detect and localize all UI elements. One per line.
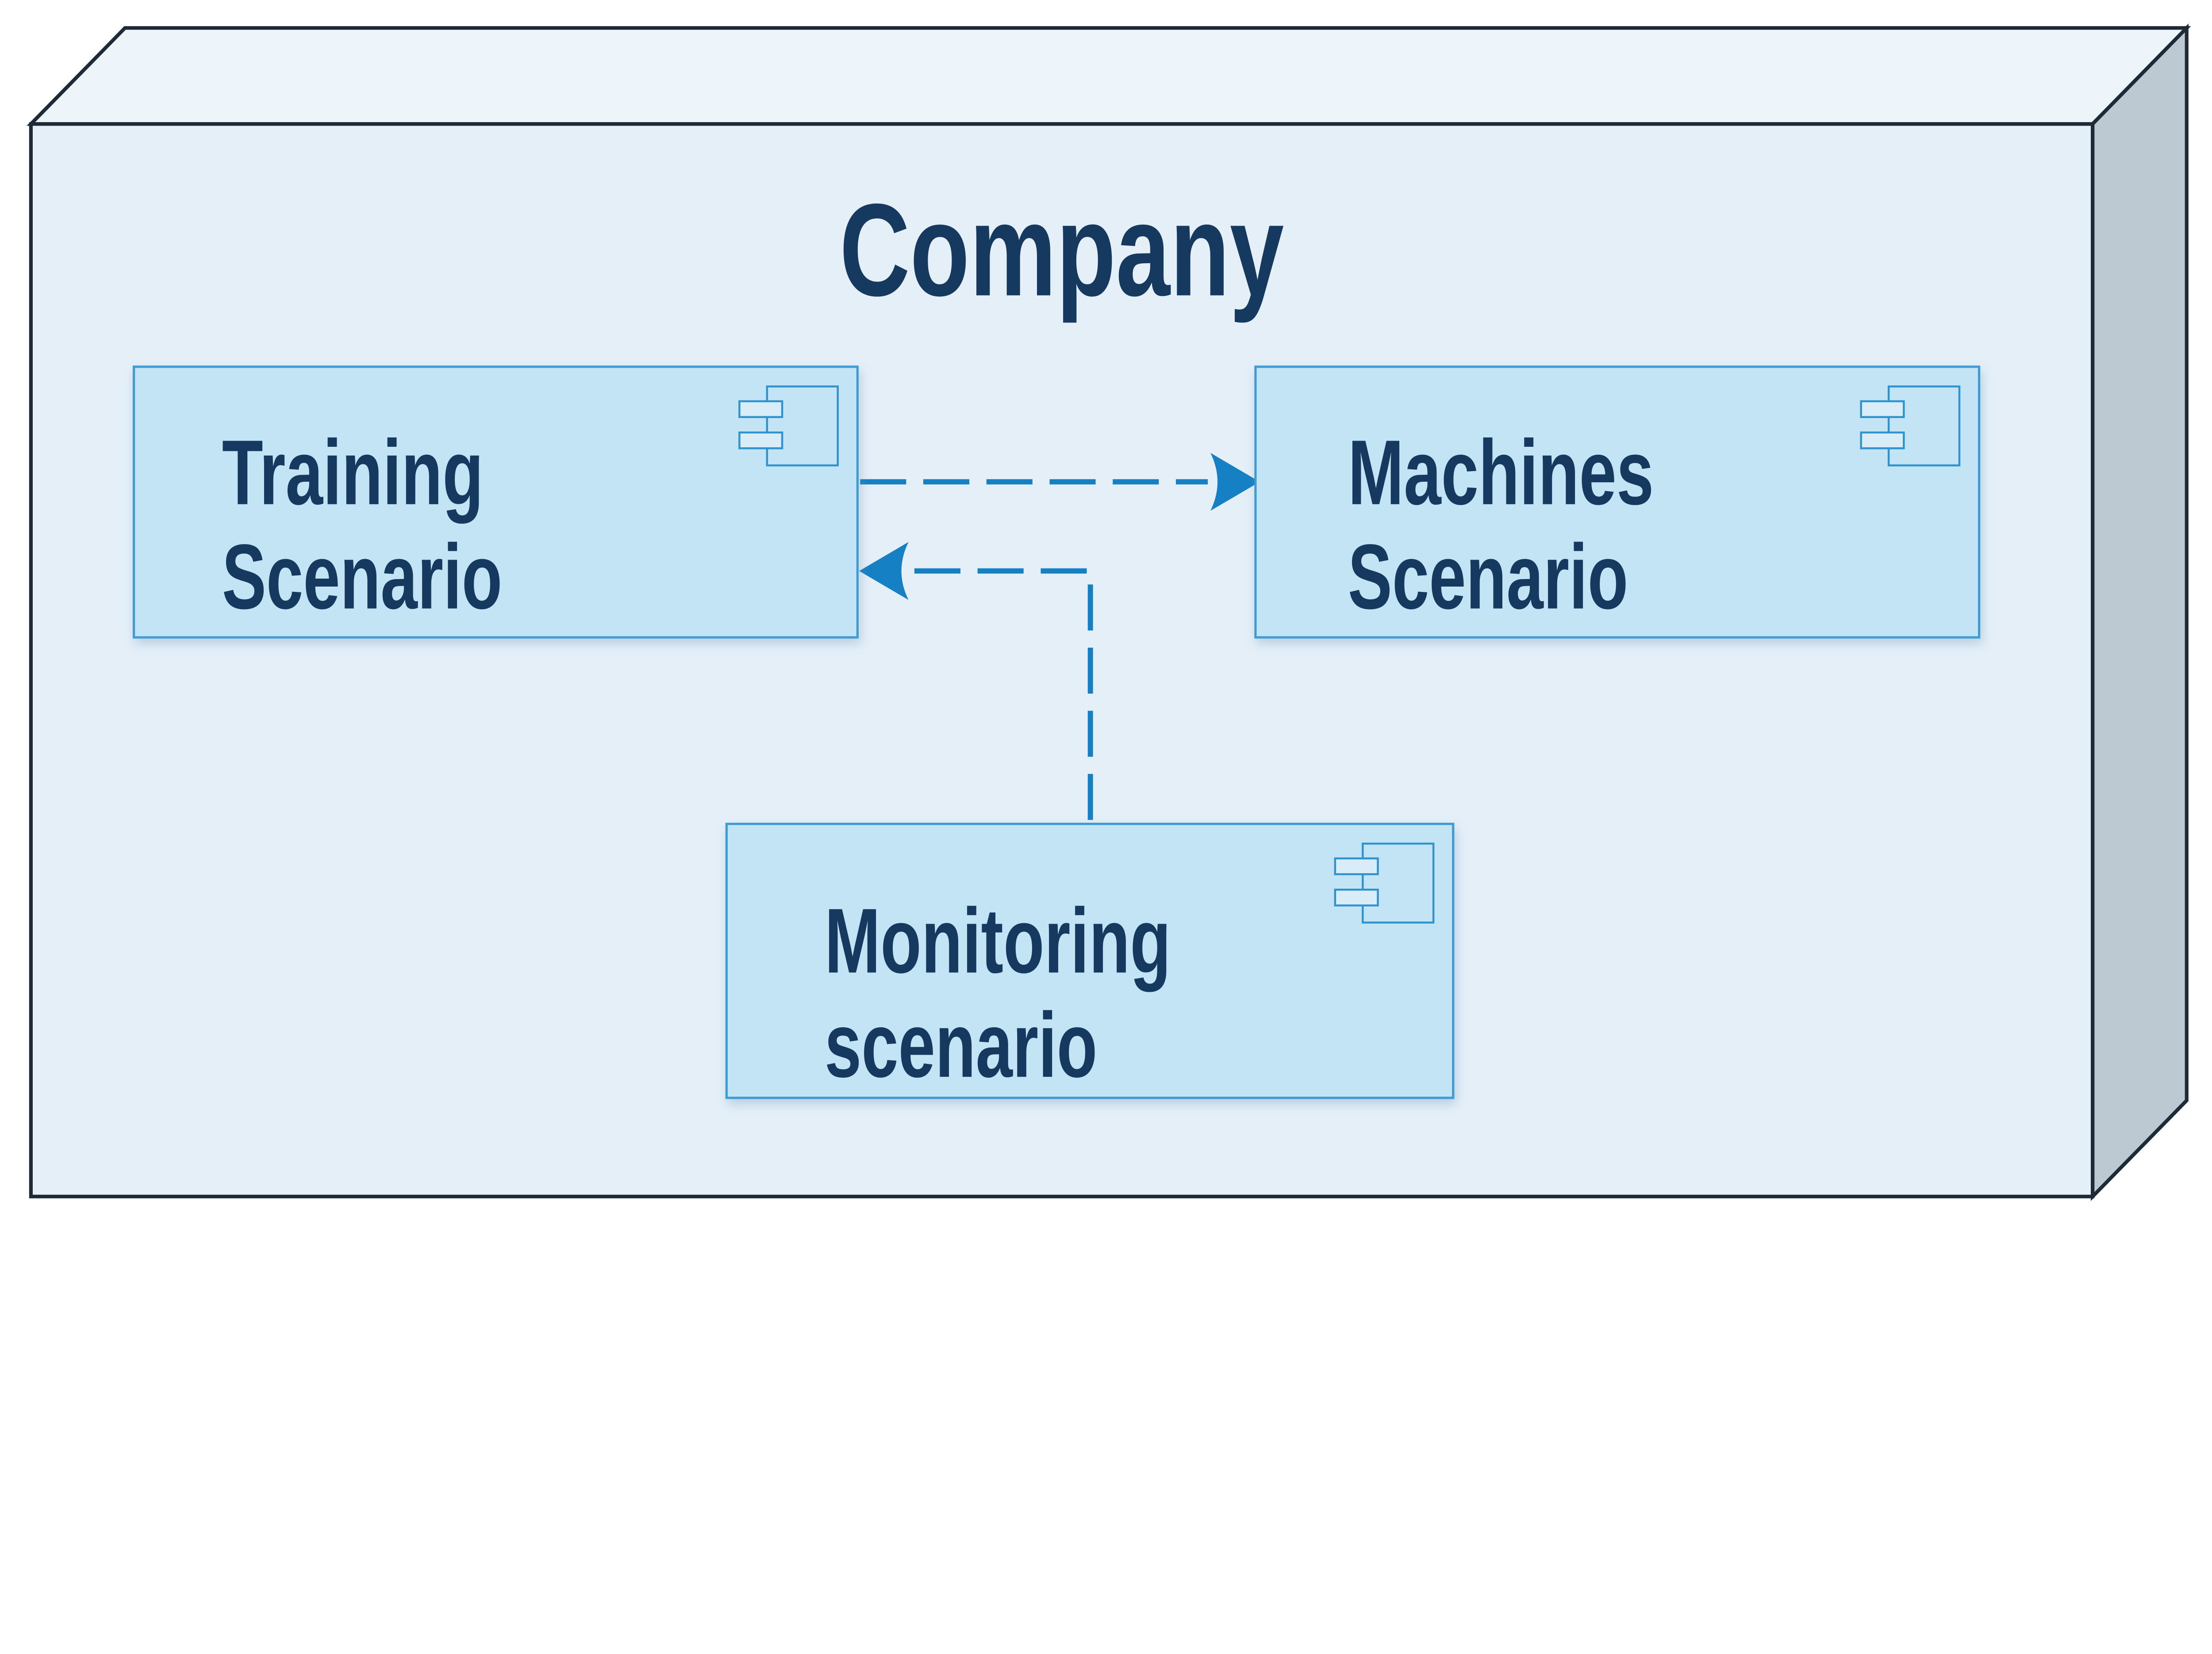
component-box (725, 822, 1455, 1099)
component-machines-scenario: Machines Scenario (1254, 365, 1981, 639)
component-box (133, 365, 859, 639)
diagram-canvas: Company Training Scenario Machines (27, 23, 2191, 1201)
component-icon-body (1887, 385, 1961, 467)
diagram-stage: Company Training Scenario Machines (27, 23, 2191, 1201)
company-node: Company (27, 23, 2191, 1201)
component-icon-tab-bottom (1334, 888, 1379, 907)
component-label-line1: Training (222, 422, 484, 524)
component-monitoring-scenario: Monitoring scenario (725, 822, 1455, 1099)
arrowhead-right-icon (1210, 453, 1260, 511)
dependency-dashed-elbow-line (914, 568, 1093, 822)
component-label-line2: Scenario (1348, 526, 1628, 628)
uml-component-icon (738, 385, 839, 467)
uml-component-icon (1334, 842, 1435, 924)
uml-component-icon (1860, 385, 1961, 467)
component-icon-body (1362, 842, 1435, 924)
component-icon-body (766, 385, 839, 467)
component-box (1254, 365, 1981, 639)
component-icon-tab-top (1334, 857, 1379, 875)
component-icon-tab-bottom (1860, 431, 1905, 449)
node-title: Company (840, 177, 1285, 324)
node-right-face (2091, 23, 2189, 1201)
component-icon-tab-top (738, 400, 783, 418)
component-icon-tab-bottom (738, 431, 783, 449)
dependency-arrow-training-to-machines (860, 453, 1260, 511)
component-training-scenario: Training Scenario (133, 365, 859, 639)
component-icon-tab-top (1860, 400, 1905, 418)
arrowhead-left-icon (859, 542, 909, 600)
component-label-line2: Scenario (222, 526, 502, 628)
component-label-line2: scenario (825, 994, 1097, 1097)
component-label-line1: Machines (1348, 422, 1654, 524)
node-top-face (27, 26, 2191, 126)
component-label-line1: Monitoring (825, 890, 1171, 993)
dependency-arrow-monitoring-to-training (859, 542, 1093, 822)
